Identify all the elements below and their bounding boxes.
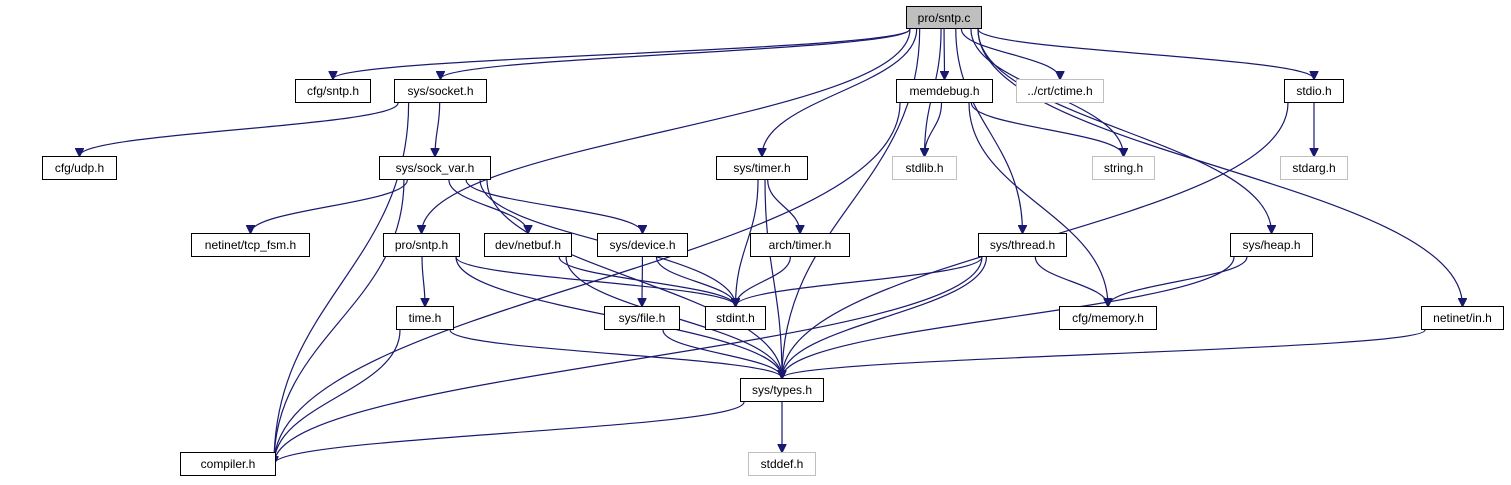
node-string[interactable]: string.h	[1092, 156, 1155, 180]
edge-sock_var-to-tcp_fsm	[251, 179, 408, 233]
edge-sock_var-to-device	[465, 179, 642, 233]
edge-timer-to-types	[764, 179, 782, 378]
edge-types-to-compiler	[274, 401, 745, 464]
edge-memdebug-to-memory	[968, 102, 1108, 306]
node-heap[interactable]: sys/heap.h	[1230, 233, 1313, 257]
node-thread[interactable]: sys/thread.h	[978, 233, 1067, 257]
node-netinet-in[interactable]: netinet/in.h	[1421, 306, 1504, 330]
edge-thread-to-compiler	[274, 256, 983, 464]
node-ctime[interactable]: ../crt/ctime.h	[1016, 79, 1104, 103]
node-sock-var[interactable]: sys/sock_var.h	[379, 156, 491, 180]
edge-memdebug-to-string	[970, 102, 1123, 156]
node-time[interactable]: time.h	[396, 306, 454, 330]
node-timer[interactable]: sys/timer.h	[716, 156, 808, 180]
node-file[interactable]: sys/file.h	[604, 306, 680, 330]
node-compiler[interactable]: compiler.h	[180, 452, 276, 476]
edge-arch_timer-to-stdint	[736, 256, 791, 306]
node-sntp-c[interactable]: pro/sntp.c	[906, 6, 982, 29]
edge-sntp_c-to-cfg_sntp	[333, 28, 911, 79]
node-arch-timer[interactable]: arch/timer.h	[750, 233, 850, 257]
node-cfg-udp[interactable]: cfg/udp.h	[42, 156, 117, 180]
edge-timer-to-stdint	[736, 179, 759, 306]
edge-sntp_h-to-stdint	[455, 256, 736, 306]
edge-socket-to-sock_var	[435, 102, 441, 156]
edge-sntp_c-to-timer	[762, 28, 918, 156]
edge-sntp_c-to-sntp_h	[422, 28, 911, 233]
edge-thread-to-stdint	[736, 256, 983, 306]
node-stddef[interactable]: stddef.h	[748, 452, 816, 476]
node-stdarg[interactable]: stdarg.h	[1280, 156, 1348, 180]
edge-memdebug-to-stdlib	[925, 102, 943, 156]
edge-netinet_in-to-types	[782, 329, 1426, 378]
edge-sntp_c-to-socket	[441, 28, 911, 79]
edge-sntp_c-to-netinet_in	[977, 28, 1463, 306]
node-stdlib[interactable]: stdlib.h	[892, 156, 957, 180]
edge-socket-to-cfg_udp	[80, 102, 399, 156]
node-stdint[interactable]: stdint.h	[705, 306, 766, 330]
edge-sntp_c-to-stdio	[977, 28, 1314, 79]
node-types[interactable]: sys/types.h	[740, 378, 824, 402]
edge-file-to-types	[662, 329, 782, 378]
node-socket[interactable]: sys/socket.h	[394, 79, 487, 103]
node-netbuf[interactable]: dev/netbuf.h	[484, 233, 572, 257]
edge-sntp_c-to-ctime	[960, 28, 1060, 79]
edge-thread-to-types	[782, 256, 988, 378]
edge-netbuf-to-stdint	[558, 256, 735, 306]
node-tcp-fsm[interactable]: netinet/tcp_fsm.h	[191, 233, 310, 257]
node-sntp-h[interactable]: pro/sntp.h	[383, 233, 460, 257]
node-device[interactable]: sys/device.h	[597, 233, 688, 257]
node-memdebug[interactable]: memdebug.h	[896, 79, 993, 103]
edge-sock_var-to-netbuf	[448, 179, 528, 233]
edge-heap-to-types	[782, 256, 1235, 378]
edge-timer-to-arch_timer	[767, 179, 800, 233]
edge-sock_var-to-compiler	[274, 179, 405, 464]
edge-sntp_c-to-thread	[955, 28, 1023, 233]
node-stdio[interactable]: stdio.h	[1284, 79, 1344, 103]
edge-sntp_c-to-heap	[977, 28, 1272, 233]
node-cfg-sntp[interactable]: cfg/sntp.h	[295, 79, 371, 103]
node-memory[interactable]: cfg/memory.h	[1059, 306, 1157, 330]
edge-sntp_h-to-time	[422, 256, 425, 306]
edge-heap-to-memory	[1108, 256, 1248, 306]
edge-memdebug-to-compiler	[274, 102, 901, 464]
edge-time-to-compiler	[274, 329, 401, 464]
edge-time-to-types	[449, 329, 782, 378]
